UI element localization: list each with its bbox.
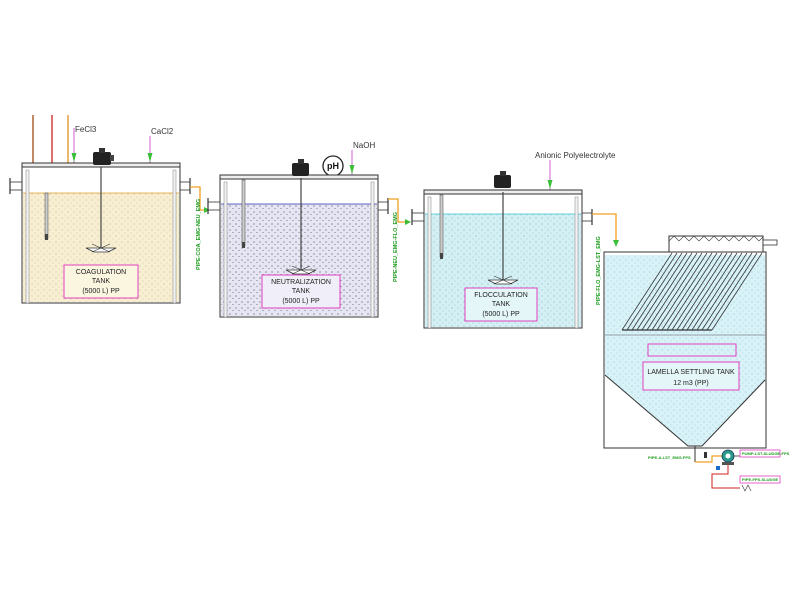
lamella-label-line1: LAMELLA SETTLING TANK <box>647 369 735 376</box>
coag-label-line2: TANK <box>92 278 110 285</box>
lamella-plates <box>621 252 763 331</box>
coag-label-line3: (5000 L) PP <box>82 288 120 295</box>
neut-nozzle-left <box>207 201 221 211</box>
floc-nozzle-right <box>581 212 593 222</box>
naoh-label: NaOH <box>353 141 375 150</box>
coag-support-left <box>25 169 30 304</box>
pipe-coag-neut: PIPE-COA_EMG-NEU_EMG <box>190 186 210 270</box>
coag-support-right <box>172 169 177 304</box>
sludge-outlet: PIPE-A-LST_EMG-FPS PUMP-LST-SLUDGE-FPS P… <box>648 449 790 492</box>
fecl3-label: FeCl3 <box>75 125 97 134</box>
lamella-label-box <box>642 361 740 391</box>
coag-agitator <box>85 148 117 253</box>
coag-label-line1: COAGULATION <box>76 269 126 276</box>
pump-out-label-1: PUMP-LST-SLUDGE-FPS <box>742 451 790 456</box>
ph-meter-label: pH <box>327 161 339 171</box>
neut-nozzle-right <box>377 201 389 211</box>
poly-label: Anionic Polyelectrolyte <box>535 151 616 160</box>
lamella-empty-box <box>647 343 737 357</box>
coagulation-tank: FeCl3 CaCl2 COAGULATIO <box>9 115 191 304</box>
floc-agitator <box>487 171 519 285</box>
coag-label-box <box>63 264 139 299</box>
flocculation-tank: Anionic Polyelectrolyte FLOCCULATION TAN… <box>411 151 616 329</box>
floc-label-line1: FLOCCULATION <box>474 292 528 299</box>
floc-label-line3: (5000 L) PP <box>482 311 520 318</box>
neut-label-box <box>261 274 341 309</box>
cacl2-label: CaCl2 <box>151 127 174 136</box>
neut-probe <box>241 179 246 247</box>
floc-probe <box>439 194 444 258</box>
pipe-lst-out-label: PIPE-A-LST_EMG-FPS <box>648 455 691 460</box>
pump-icon <box>721 449 735 465</box>
neut-label-line3: (5000 L) PP <box>282 298 320 305</box>
coag-nozzle-left <box>9 181 23 191</box>
naoh-arrow <box>349 165 355 174</box>
pipe-neut-floc: PIPE-NEU_EMG-FLO_EMG <box>388 198 411 282</box>
lamella-label-line2: 12 m3 (PP) <box>673 380 708 387</box>
pump-out-box-2 <box>739 475 781 484</box>
neut-label-line1: NEUTRALIZATION <box>271 279 331 286</box>
coag-probe <box>44 192 49 240</box>
floc-label-line2: TANK <box>492 301 510 308</box>
neut-label-line2: TANK <box>292 288 310 295</box>
poly-arrow <box>547 180 553 189</box>
lamella-tank: LAMELLA SETTLING TANK 12 m3 (PP) <box>603 235 778 462</box>
pipe-coa-neu-label: PIPE-COA_EMG-NEU_EMG <box>196 199 202 270</box>
floc-nozzle-left <box>411 212 425 222</box>
pipe-neu-flo-label: PIPE-NEU_EMG-FLO_EMG <box>393 212 399 282</box>
pipe-flo-lst-label: PIPE-FLO_EMG-LST_EMG <box>596 236 602 305</box>
pump-out-label-2: PIPE-FPS-SLUDGE <box>742 477 779 482</box>
floc-label-box <box>464 287 538 322</box>
cacl2-arrow <box>147 153 153 162</box>
neutralization-tank: NaOH pH NEUTRALIZATION TANK (5000 L) PP <box>207 141 389 318</box>
fecl3-arrow <box>71 153 77 162</box>
pump-out-box-1 <box>739 449 781 458</box>
coag-nozzle-right <box>179 181 191 191</box>
pipe-floc-lamella: PIPE-FLO_EMG-LST_EMG <box>592 213 619 305</box>
neut-agitator <box>285 159 317 275</box>
